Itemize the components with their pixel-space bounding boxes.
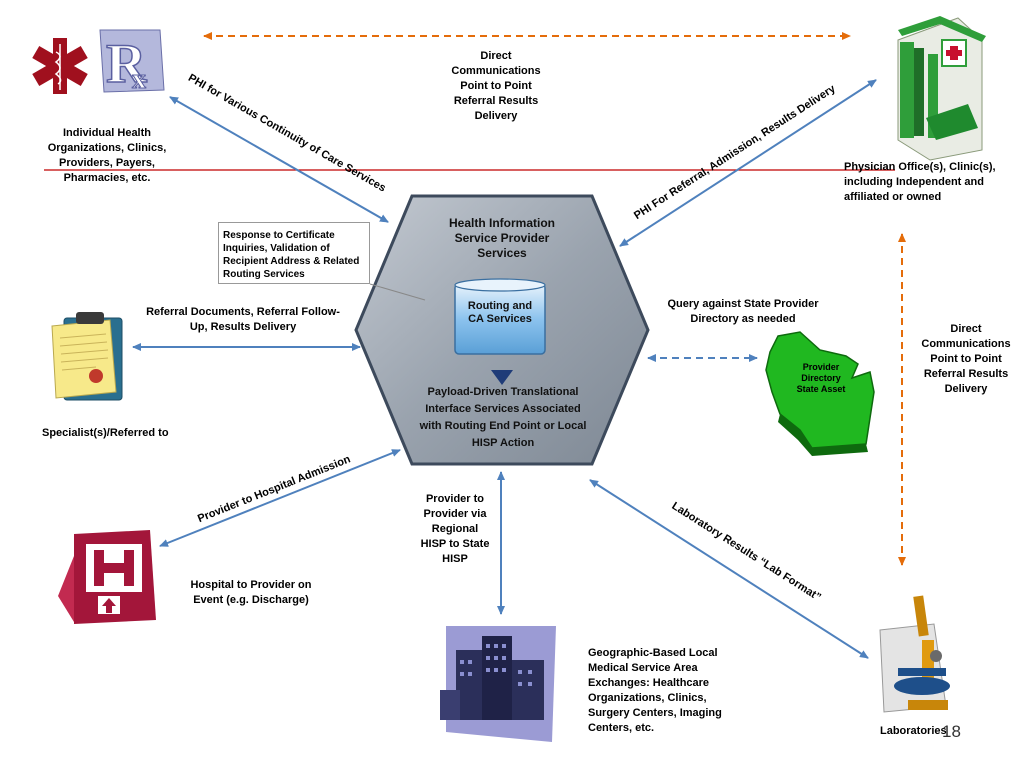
arrow-bottom-left <box>159 449 401 547</box>
wisconsin-map-icon <box>765 331 875 456</box>
hospital-h-icon <box>58 530 156 624</box>
payload-label: Payload-Driven Translational Interface S… <box>419 386 587 449</box>
rx-icon: R x <box>99 29 165 96</box>
referral-docs-label: Referral Documents, Referral Follow-Up, … <box>146 306 340 333</box>
physician-office-building-icon <box>897 16 986 161</box>
microscope-icon <box>879 595 950 713</box>
svg-text:R: R <box>106 33 147 95</box>
page-number: 18 <box>942 722 961 741</box>
direct-right-label: Direct Communications Point to Point Ref… <box>921 323 1011 395</box>
arrow-bottom-right <box>589 479 869 659</box>
down-triangle <box>491 370 513 385</box>
state-directory-label: Provider Directory State Asset <box>796 362 846 394</box>
individual-orgs-label: Individual Health Organizations, Clinics… <box>47 127 167 184</box>
query-state-label: Query against State Provider Directory a… <box>667 298 819 325</box>
hospital-event-label: Hospital to Provider on Event (e.g. Disc… <box>190 579 312 606</box>
hospital-building-icon <box>440 626 556 742</box>
callout-certificate: Response to Certificate Inquiries, Valid… <box>218 222 370 284</box>
physician-office-label: Physician Office(s), Clinic(s), includin… <box>844 161 996 203</box>
direct-top-label: Direct Communications Point to Point Ref… <box>451 50 541 122</box>
specialist-label: Specialist(s)/Referred to <box>42 427 169 439</box>
svg-text:x: x <box>132 64 146 95</box>
arrow-top-left <box>169 96 389 223</box>
arrow-top-right <box>619 79 877 247</box>
provider-via-hisp-label: Provider to Provider via Regional HISP t… <box>420 493 490 565</box>
clipboard-icon <box>51 312 123 401</box>
laboratories-label: Laboratories <box>880 725 947 737</box>
medical-star-of-life-icon <box>32 38 88 94</box>
callout-pointer <box>369 283 426 301</box>
routing-cylinder <box>454 278 546 355</box>
routing-label: Routing and CA Services <box>467 300 533 325</box>
hex-title: Health Information Service Provider Serv… <box>448 216 555 260</box>
geo-local-label: Geographic-Based Local Medical Service A… <box>588 647 722 734</box>
